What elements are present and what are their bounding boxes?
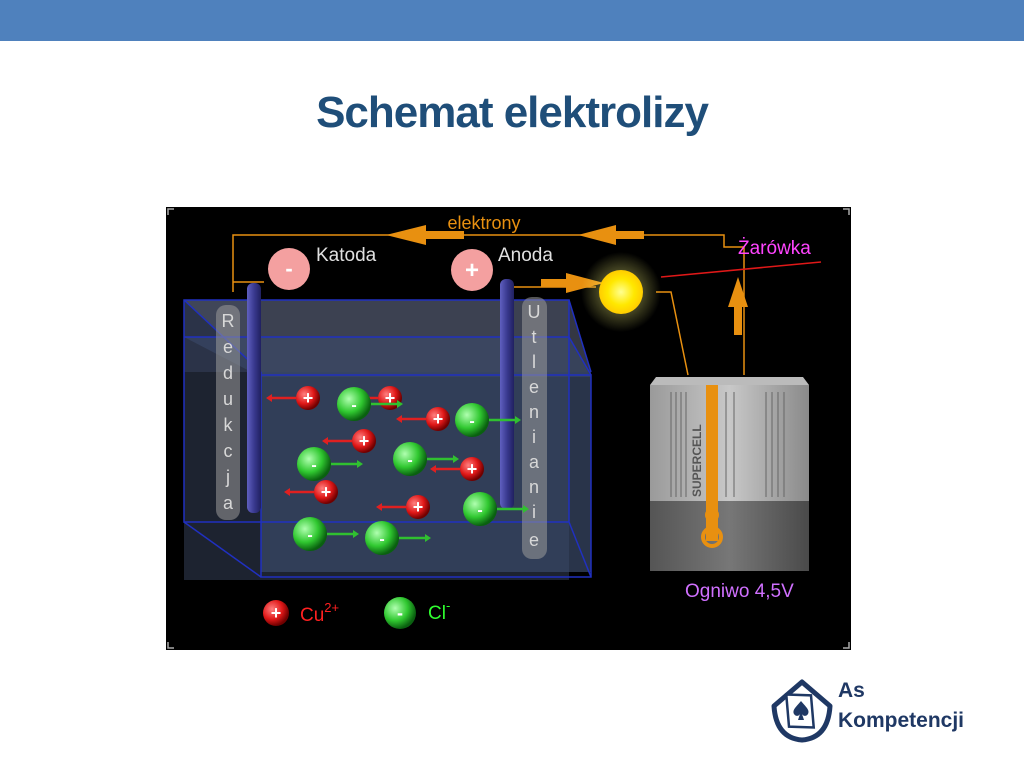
svg-text:i: i [532, 502, 536, 522]
legend-anion-marker [384, 597, 416, 629]
legend-anion-label: Cl- [428, 598, 450, 624]
cu-ion-sign: + [433, 409, 444, 429]
svg-text:n: n [529, 402, 539, 422]
spade-icon [793, 701, 809, 720]
cathode-terminal [268, 248, 310, 290]
electrolysis-diagram: elektrony - Katoda + Anoda Żarówka [166, 207, 851, 650]
cation-arrowhead [284, 488, 290, 496]
cl-ion [293, 517, 327, 551]
svg-text:a: a [223, 493, 234, 513]
cation-arrowhead [430, 465, 436, 473]
cu-ion [426, 407, 450, 431]
cathode-electrode [247, 283, 261, 513]
anion-arrowhead [453, 455, 459, 463]
svg-text:d: d [223, 363, 233, 383]
cl-ion [393, 442, 427, 476]
cu-ion-sign: + [385, 388, 396, 408]
svg-text:+: + [465, 257, 479, 284]
svg-text:U: U [528, 302, 541, 322]
battery-label: Ogniwo 4,5V [685, 581, 794, 602]
bulb [599, 270, 643, 314]
svg-text:c: c [224, 441, 233, 461]
cl-ion-sign: - [379, 531, 384, 548]
top-accent-bar [0, 0, 1024, 41]
cu-ion [460, 457, 484, 481]
logo-text-line2: Kompetencji [838, 709, 965, 732]
cathode-label: Katoda [316, 245, 377, 266]
cu-ion [314, 480, 338, 504]
svg-text:e: e [529, 377, 539, 397]
battery-brand: SUPERCELL [690, 424, 704, 497]
cu-ion-sign: + [303, 388, 314, 408]
cl-ion-sign: - [307, 527, 312, 544]
cl-ion [337, 387, 371, 421]
anode-electrode [500, 279, 514, 509]
anion-arrowhead [523, 505, 529, 513]
cu-ion-sign: + [413, 497, 424, 517]
cu-ion-sign: + [359, 431, 370, 451]
reduction-label: R e d u k c j a [222, 311, 235, 513]
svg-text:R: R [222, 311, 235, 331]
cl-ion [455, 403, 489, 437]
cl-ion-sign: - [311, 457, 316, 474]
ions: +++++++------- [266, 386, 529, 555]
svg-text:e: e [223, 337, 233, 357]
svg-text:t: t [531, 327, 536, 347]
cu-ion [406, 495, 430, 519]
cu-ion [296, 386, 320, 410]
anode-label: Anoda [498, 245, 553, 266]
cl-ion [463, 492, 497, 526]
cl-ion-sign: - [407, 452, 412, 469]
svg-text:j: j [225, 467, 230, 487]
svg-text:u: u [223, 389, 233, 409]
anion-arrowhead [425, 534, 431, 542]
logo-text-line1: As [838, 679, 865, 702]
svg-text:n: n [529, 477, 539, 497]
anion-arrowhead [357, 460, 363, 468]
bulb-label: Żarówka [738, 238, 811, 259]
cu-ion [352, 429, 376, 453]
cation-arrowhead [266, 394, 272, 402]
cation-arrowhead [322, 437, 328, 445]
anode-terminal [451, 249, 493, 291]
oxidation-label: U t l e n i a n i e [528, 302, 541, 550]
cl-ion-sign: - [469, 413, 474, 430]
electron-arrow [386, 225, 748, 335]
svg-text:-: - [285, 256, 292, 281]
svg-text:+: + [271, 603, 282, 623]
cl-ion-sign: - [351, 397, 356, 414]
svg-text:k: k [224, 415, 234, 435]
cu-ion-sign: + [467, 459, 478, 479]
svg-text:l: l [532, 352, 536, 372]
svg-text:a: a [529, 452, 540, 472]
page-title: Schemat elektrolizy [316, 88, 709, 137]
anion-arrowhead [353, 530, 359, 538]
anion-arrowhead [397, 400, 403, 408]
cation-arrowhead [396, 415, 402, 423]
svg-text:-: - [397, 603, 403, 623]
legend-cation-marker [263, 600, 289, 626]
cl-ion [297, 447, 331, 481]
svg-text:i: i [532, 427, 536, 447]
legend: + Cu2+ - Cl- [263, 597, 450, 629]
as-kompetencji-logo [771, 679, 833, 743]
cation-arrowhead [376, 503, 382, 511]
svg-text:e: e [529, 530, 539, 550]
anion-arrowhead [515, 416, 521, 424]
electrons-label: elektrony [447, 213, 520, 233]
battery: SUPERCELL [650, 377, 809, 571]
cl-ion [365, 521, 399, 555]
legend-cation-label: Cu2+ [300, 600, 339, 626]
cl-ion-sign: - [477, 502, 482, 519]
cu-ion-sign: + [321, 482, 332, 502]
